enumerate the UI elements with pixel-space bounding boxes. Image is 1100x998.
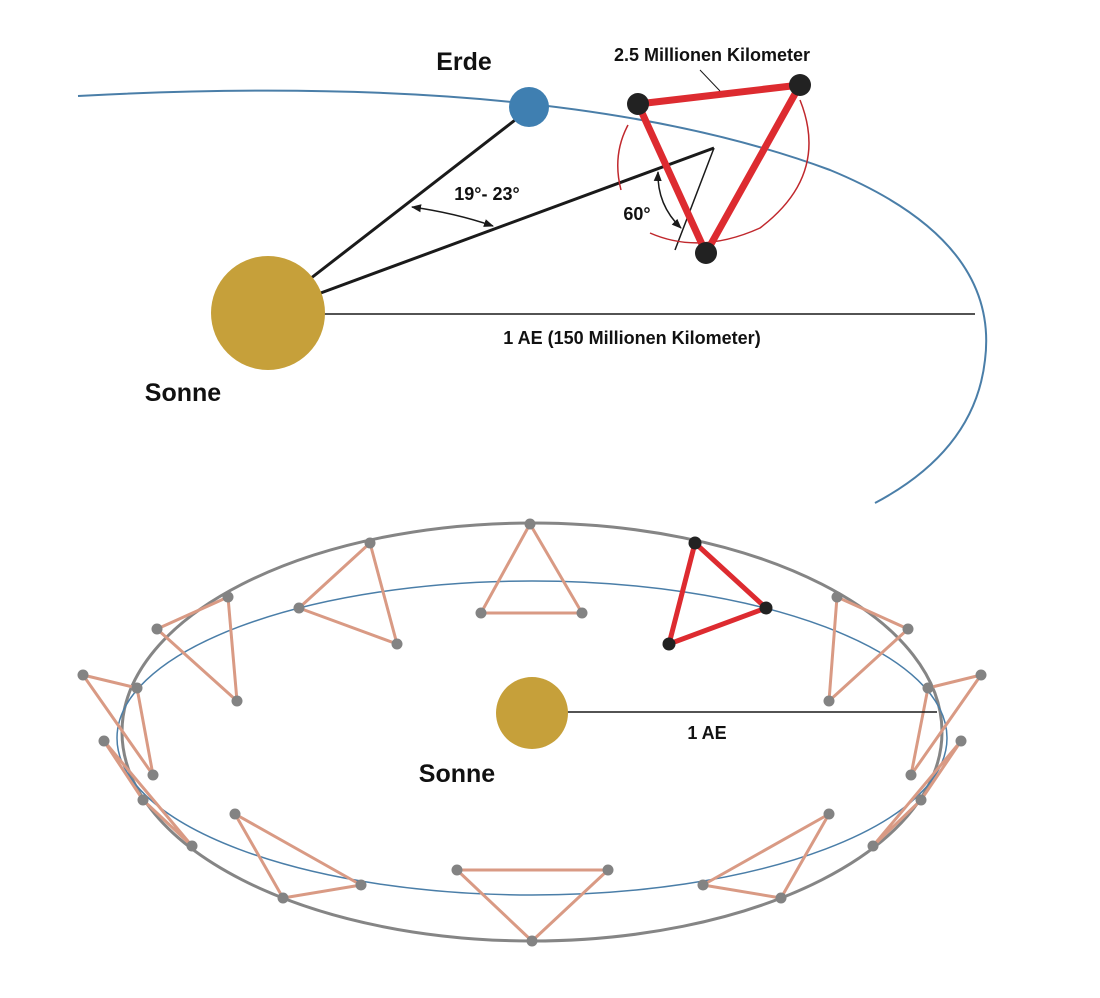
sun-earth-line [305,108,529,284]
orbit-spacecraft-4-2 [131,682,143,694]
orbit-spacecraft-4-1 [77,669,89,681]
orbit-formation-11 [827,595,910,703]
tilt-angle-arrow [653,171,682,229]
orbit-formation-2 [297,541,399,646]
orbit-spacecraft-8-3 [775,892,787,904]
sun-disc-small [496,677,568,749]
orbit-formations [77,518,987,947]
orbit-spacecraft-7-2 [602,864,614,876]
orbit-spacecraft-5-2 [137,794,149,806]
highlighted-formation [666,540,769,647]
sun-label-bottom: Sonne [419,760,495,788]
distance-label: 2.5 Millionen Kilometer [614,45,810,65]
formation-arm-left [634,100,710,257]
orbit-spacecraft-1-2 [475,607,487,619]
orbit-formation-5 [102,739,194,848]
earth-orbit-arc [77,89,988,504]
sun-formation-line [317,146,715,296]
orbit-spacecraft-11-1 [831,591,843,603]
orbit-formation-4 [81,673,155,777]
orbit-spacecraft-7-1 [451,864,463,876]
orbit-spacecraft-3-3 [231,695,243,707]
earth-label: Erde [436,48,492,76]
orbit-spacecraft-6-3 [355,879,367,891]
orbit-spacecraft-9-2 [915,794,927,806]
orbit-spacecraft-11-3 [823,695,835,707]
orbit-spacecraft-6-2 [277,892,289,904]
formation-circle-left-arc [617,124,629,191]
highlighted-spacecraft-2 [759,601,773,615]
au-label-bottom: 1 AE [687,723,726,743]
trail-angle-label: 19°- 23° [454,184,519,204]
orbit-spacecraft-2-1 [364,537,376,549]
formation-circle-right-arc [649,99,810,244]
formation-arm-top [634,81,804,108]
orbit-formation-1 [479,522,584,615]
orbit-formation-8 [701,812,831,900]
orbit-spacecraft-2-2 [293,602,305,614]
earth-orbit-ellipse [116,580,948,896]
formation-normal-line [674,147,715,251]
orbit-spacecraft-4-3 [147,769,159,781]
orbit-spacecraft-1-1 [524,518,536,530]
orbit-formation-6 [233,812,363,900]
top-panel: Erde Sonne 2.5 Millionen Kilometer 19°- … [77,45,988,504]
orbit-formation-10 [909,673,983,777]
orbit-spacecraft-10-3 [905,769,917,781]
orbit-spacecraft-8-2 [697,879,709,891]
sun-disc [211,256,325,370]
sun-label: Sonne [145,379,221,407]
spacecraft-3 [695,242,717,264]
orbit-formation-9 [871,739,963,848]
spacecraft-1 [627,93,649,115]
trail-angle-arrow [411,204,494,227]
orbit-spacecraft-5-3 [186,840,198,852]
orbit-spacecraft-5-1 [98,735,110,747]
orbit-formation-3 [155,595,239,703]
orbit-spacecraft-8-1 [823,808,835,820]
highlighted-spacecraft-1 [688,536,702,550]
orbit-spacecraft-9-1 [955,735,967,747]
formation-arm-right [702,81,804,257]
orbit-spacecraft-9-3 [867,840,879,852]
au-label: 1 AE (150 Millionen Kilometer) [503,328,760,348]
orbit-spacecraft-3-2 [151,623,163,635]
orbit-spacecraft-10-1 [975,669,987,681]
tilt-angle-label: 60° [623,204,650,224]
orbit-spacecraft-6-1 [229,808,241,820]
highlighted-spacecraft-3 [662,637,676,651]
bottom-panel: Sonne 1 AE [77,518,987,947]
orbit-spacecraft-10-2 [922,682,934,694]
orbit-spacecraft-1-3 [576,607,588,619]
orbit-formation-7 [455,868,610,943]
distance-label-leader [699,69,721,92]
orbit-spacecraft-11-2 [902,623,914,635]
orbit-spacecraft-2-3 [391,638,403,650]
orbit-spacecraft-7-3 [526,935,538,947]
spacecraft-2 [789,74,811,96]
earth-disc [509,87,549,127]
orbit-spacecraft-3-1 [222,591,234,603]
